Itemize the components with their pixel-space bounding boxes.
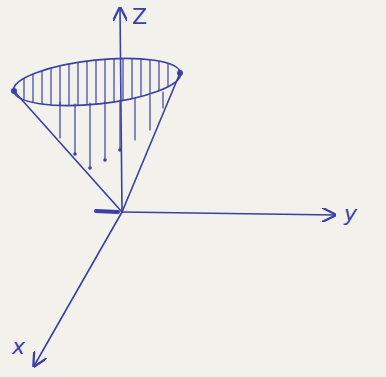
cone-rim — [11, 51, 183, 112]
y-axis — [122, 212, 335, 215]
body-hatching — [60, 92, 163, 168]
cone-sides — [14, 73, 180, 212]
axis-label: x — [12, 336, 25, 358]
rim-dots — [11, 70, 183, 170]
axis-label: Z — [132, 6, 147, 28]
ink-mark — [96, 211, 118, 212]
axis-label: y — [344, 203, 357, 225]
rim-hatching — [24, 40, 168, 130]
x-axis — [34, 212, 122, 366]
